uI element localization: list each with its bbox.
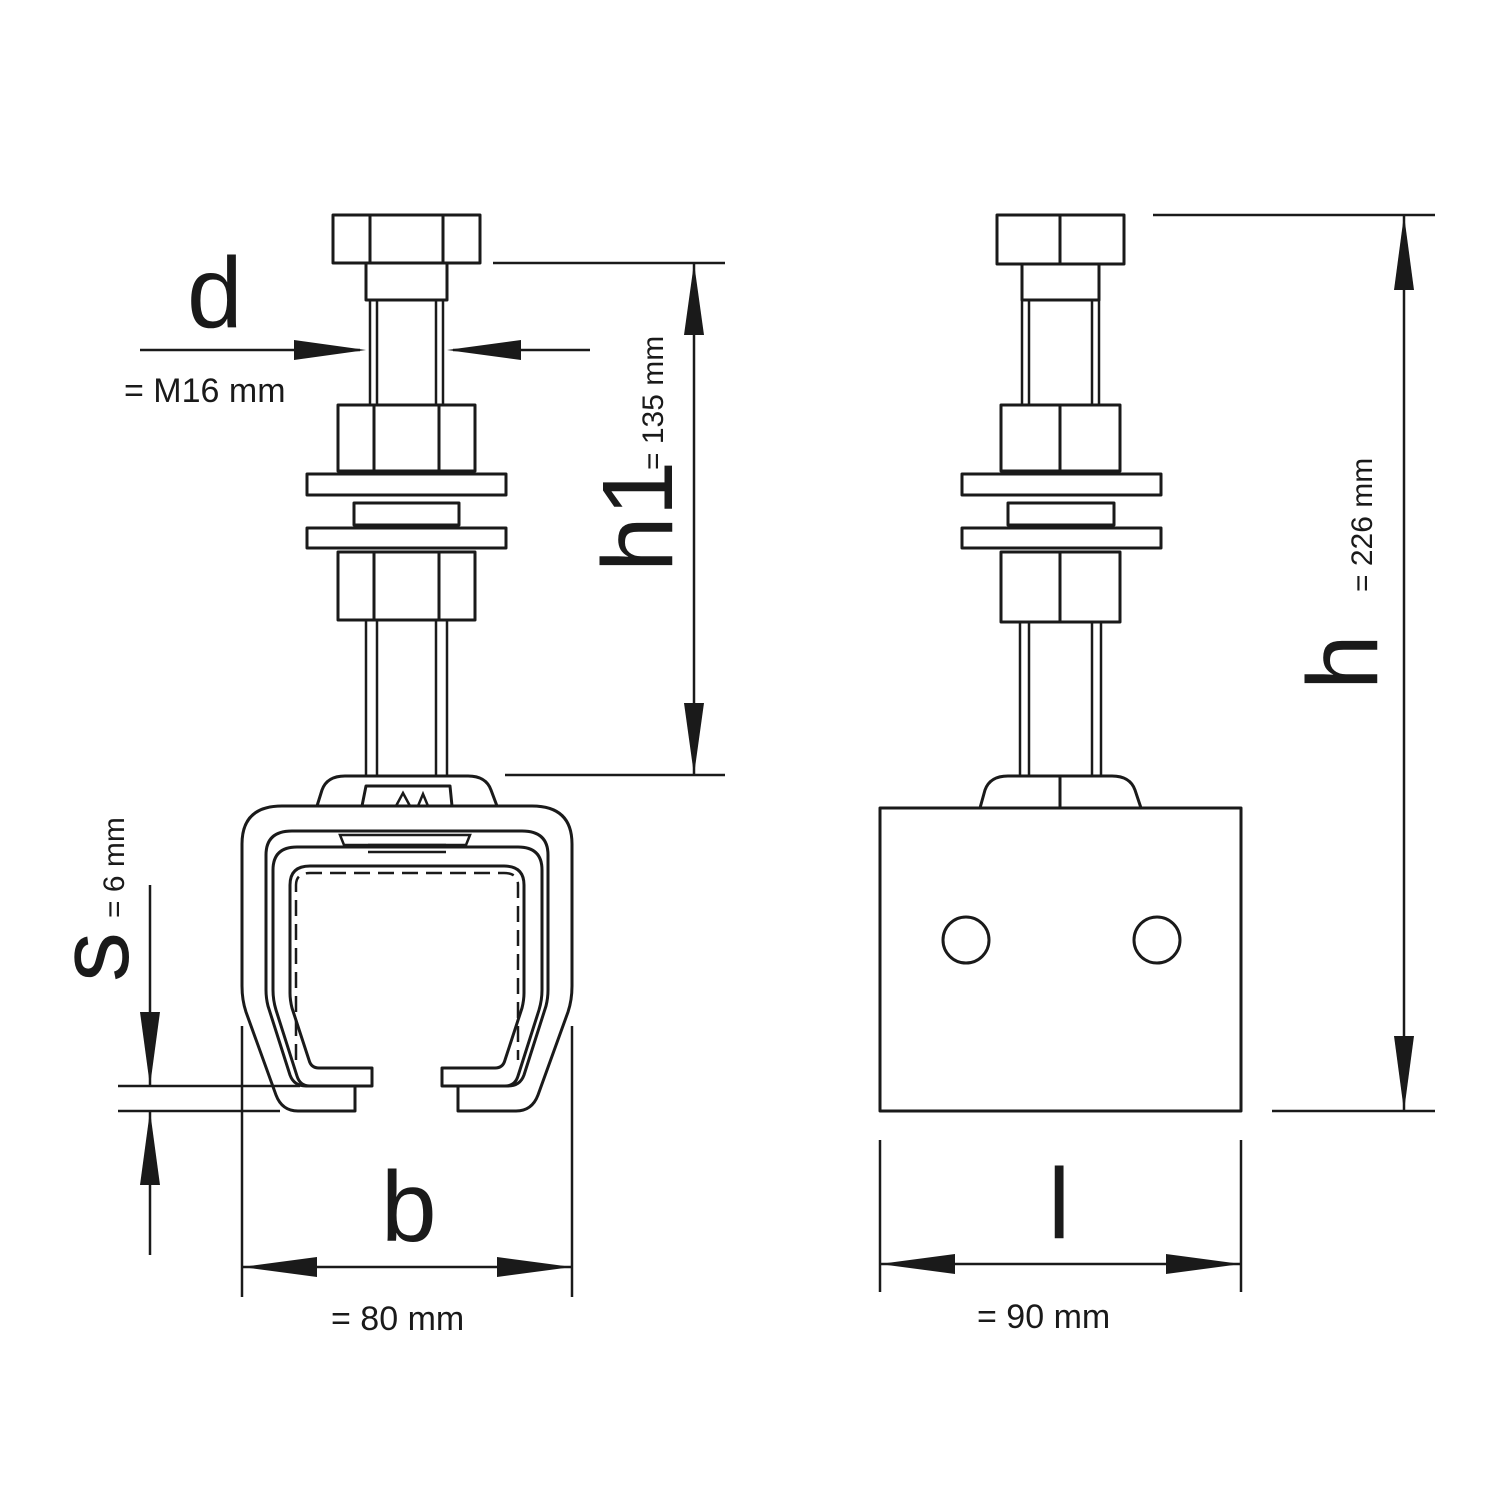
c-profile-rail — [240, 804, 574, 1113]
upper-nut-side — [999, 403, 1122, 473]
washer-stack — [305, 472, 508, 550]
label-s: s — [38, 932, 150, 982]
dimension-s — [118, 885, 300, 1255]
label-h1: h1 — [582, 461, 694, 572]
dimension-h — [1153, 213, 1435, 1113]
label-h: h — [1287, 634, 1399, 690]
dimension-h1 — [493, 261, 725, 777]
dimension-l — [878, 1140, 1243, 1292]
lower-nut — [336, 550, 477, 622]
label-l: l — [1048, 1148, 1070, 1260]
side-view — [878, 213, 1243, 1113]
trolley-body-side — [878, 806, 1243, 1113]
bolt-shank-upper-side — [1020, 262, 1101, 405]
mount-saddle-side — [978, 774, 1143, 810]
value-d: = M16 mm — [124, 372, 286, 410]
mount-saddle — [315, 774, 499, 808]
bolt-shank-lower — [364, 620, 449, 775]
bolt-head-side — [995, 213, 1126, 266]
bolt-shank-lower-side — [1018, 622, 1103, 776]
dimension-b — [240, 1026, 574, 1297]
value-h: = 226 mm — [1346, 458, 1379, 592]
bolt-head — [331, 213, 482, 265]
label-b: b — [381, 1151, 437, 1263]
upper-nut — [336, 403, 477, 473]
washer-stack-side — [960, 472, 1163, 550]
value-h1: = 135 mm — [637, 336, 670, 470]
bolt-shank-upper — [364, 261, 449, 405]
bolt-hole-left — [941, 915, 991, 965]
front-view — [240, 213, 574, 1113]
value-b: = 80 mm — [331, 1300, 464, 1338]
lower-nut-side — [999, 550, 1122, 624]
value-l: = 90 mm — [977, 1298, 1110, 1336]
value-s: = 6 mm — [98, 817, 131, 918]
bolt-hole-right — [1132, 915, 1182, 965]
dimension-d — [140, 340, 590, 360]
label-d: d — [187, 237, 243, 349]
